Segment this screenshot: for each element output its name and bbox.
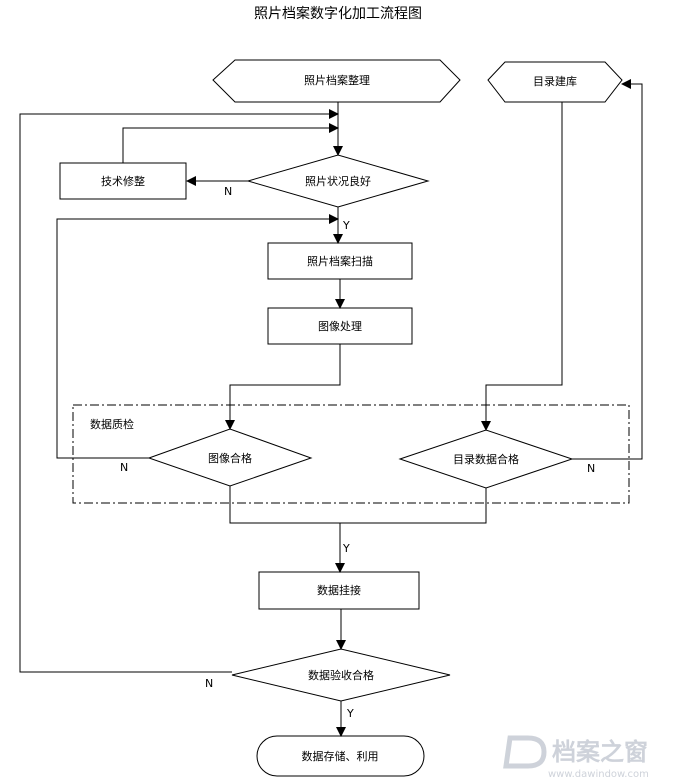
- repair-box-label: 技术修整: [101, 174, 145, 188]
- accept-decision-shape: [231, 648, 451, 702]
- edge-accept-no-loop: [19, 109, 339, 673]
- edge-process-to-image-ok: [225, 344, 341, 430]
- image-ok-decision-shape: [147, 428, 313, 487]
- start-node-label: 照片档案整理: [304, 73, 370, 87]
- accept-yes-label: Y: [346, 707, 354, 720]
- qc-group-border: [72, 404, 630, 504]
- image-process-box-label: 图像处理: [318, 320, 362, 333]
- catalog-ok-no-label: N: [587, 462, 595, 475]
- image-ok-no-label: N: [120, 461, 128, 474]
- edge-catalog-ok-no-loop: [572, 79, 643, 460]
- edge-image-ok-no-loop: [56, 214, 339, 459]
- watermark-logo-icon: [503, 735, 547, 769]
- watermark-brand: 档案之窗: [552, 738, 648, 766]
- condition-decision-shape: [246, 154, 430, 208]
- link-box-label: 数据挂接: [317, 583, 361, 597]
- watermark-url: www.dawindow.com: [548, 769, 649, 780]
- image-process-box: [267, 307, 413, 345]
- store-terminal-label: 数据存储、利用: [302, 749, 379, 763]
- condition-no-label: N: [224, 185, 232, 198]
- edge-merge-bar: [229, 486, 487, 524]
- repair-box: [59, 162, 187, 200]
- edge-catalog-to-catalog-ok: [481, 102, 563, 431]
- merge-yes-label: Y: [342, 542, 350, 555]
- qc-group-label: 数据质检: [90, 417, 134, 431]
- page-title: 照片档案数字化加工流程图: [254, 5, 422, 22]
- accept-no-label: N: [205, 677, 213, 690]
- watermark: 档案之窗 www.dawindow.com: [503, 735, 649, 780]
- catalog-node-label: 目录建库: [533, 74, 577, 88]
- image-ok-decision-label: 图像合格: [208, 451, 252, 465]
- scan-box-label: 照片档案扫描: [307, 254, 373, 268]
- condition-yes-label: Y: [342, 219, 350, 232]
- accept-decision-label: 数据验收合格: [308, 668, 374, 682]
- catalog-ok-decision-label: 目录数据合格: [453, 452, 519, 466]
- start-node-shape: [212, 59, 461, 103]
- condition-decision-label: 照片状况良好: [305, 174, 371, 188]
- edge-repair-return: [122, 127, 338, 163]
